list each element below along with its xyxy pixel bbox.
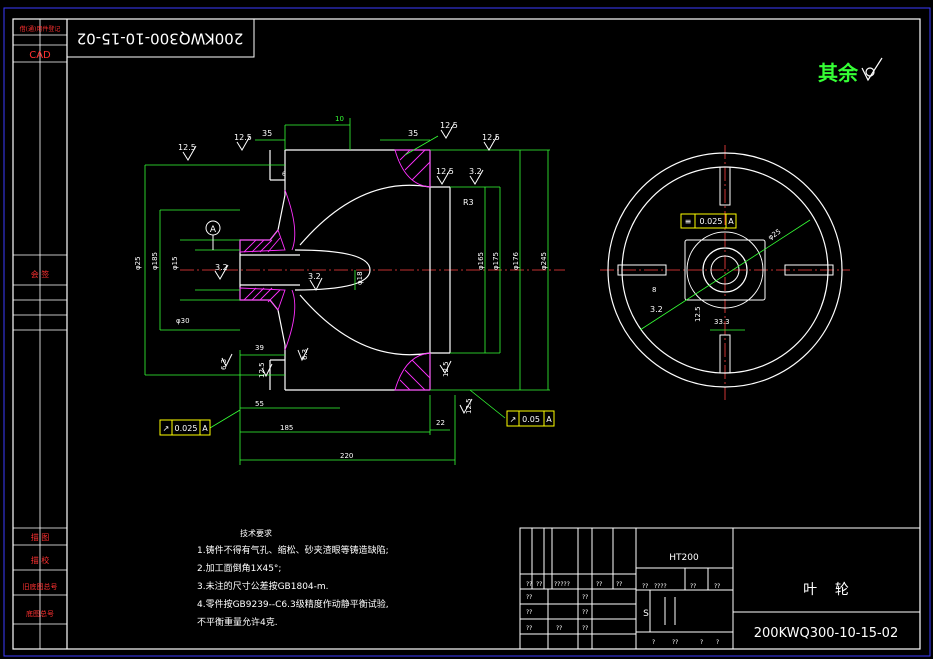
end-roughness-14: 12.5 <box>694 306 702 322</box>
dim-phi165: φ165 <box>477 252 485 270</box>
roughness-8: 6.3 <box>220 359 228 370</box>
tb-cell-r5-0: ?? <box>526 625 532 632</box>
end-view: φ25 8 33.3 3.2 12.5 ≡ 0.025 A <box>600 145 850 400</box>
dim-phi25: φ25 <box>134 256 142 270</box>
tb-bottom-0: ? <box>652 639 655 646</box>
note-5: 不平衡重量允许4克. <box>197 616 278 628</box>
roughness-2: 12.5 <box>440 121 458 130</box>
tb-cell-r1-0: ?? <box>526 581 532 588</box>
remainder-roughness-label: 其余 <box>818 61 859 85</box>
tb-cell-r1-2: ????? <box>554 581 570 588</box>
runout-2-value: 0.05 <box>522 415 540 424</box>
note-2: 2.加工面倒角1X45°; <box>197 562 281 574</box>
runout-1-ref: A <box>202 424 208 433</box>
dim-10: 10 <box>335 115 344 123</box>
tb-cell-r5-1: ?? <box>556 625 562 632</box>
tb-cell-r2-3: ?? <box>714 583 720 590</box>
tb-cell-r2-2: ?? <box>690 583 696 590</box>
tb-cell-r4-1: ?? <box>582 609 588 616</box>
strip-label-2: 会 签 <box>31 269 50 279</box>
tb-cell-r2-1: ???? <box>654 583 667 590</box>
dim-220: 220 <box>340 452 353 460</box>
dim-185: 185 <box>280 424 293 432</box>
strip-label-4: 描 校 <box>31 555 50 565</box>
svg-text:↗: ↗ <box>163 424 170 433</box>
roughness-symbols <box>182 123 498 415</box>
outer-border <box>3 7 931 657</box>
roughness-9: 6.3 <box>301 349 309 360</box>
material: HT200 <box>669 553 699 563</box>
roughness-1: 12.5 <box>178 143 196 152</box>
inner-frame <box>12 18 921 650</box>
tb-cell-r1-1: ?? <box>536 581 542 588</box>
symmetry-ref: A <box>728 217 734 226</box>
dim-r3: R3 <box>463 198 474 207</box>
roughness-4: 12.5 <box>436 167 454 176</box>
dim-6: 6 <box>282 171 286 178</box>
notes-heading: 技术要求 <box>240 528 272 538</box>
dim-phi30: φ30 <box>176 317 190 325</box>
roughness-6: 3.2 <box>215 263 228 272</box>
title-block <box>519 527 921 650</box>
roughness-3: 12.5 <box>482 133 500 142</box>
dim-22: 22 <box>436 419 445 427</box>
tb-cell-r3-1: ?? <box>582 594 588 601</box>
note-3: 3.未注的尺寸公差按GB1804-m. <box>197 580 329 592</box>
roughness-5: 3.2 <box>469 167 482 176</box>
roughness-12: 12.5 <box>465 398 473 414</box>
tb-bottom-3: ? <box>716 639 719 646</box>
drawing-number: 200KWQ300-10-15-02 <box>754 626 898 641</box>
tb-cell-r4-0: ?? <box>526 609 532 616</box>
tb-cell-r5-2: ?? <box>582 625 588 632</box>
dim-35a: 35 <box>262 129 272 138</box>
dim-35b: 35 <box>408 129 418 138</box>
rotated-drawing-number: 200KWQ300-10-15-02 <box>77 30 244 48</box>
dim-phi15: φ15 <box>171 256 179 270</box>
roughness-10: 12.5 <box>258 362 266 378</box>
dim-phi176: φ176 <box>512 251 520 270</box>
strip-label-1: CAD <box>29 50 51 61</box>
technical-notes: 技术要求 1.铸件不得有气孔、缩松、砂夹渣眼等铸造缺陷; 2.加工面倒角1X45… <box>197 528 389 628</box>
roughness-11: 12.5 <box>442 361 450 377</box>
symmetry-value: 0.025 <box>700 217 723 226</box>
roughness-0: 12.5 <box>234 133 252 142</box>
dim-phi245: φ245 <box>540 252 548 270</box>
tb-bottom-1: ?? <box>672 639 678 646</box>
tb-cell-r2-0: ?? <box>642 583 648 590</box>
end-roughness-13: 3.2 <box>650 305 663 314</box>
tb-cell-r1-3: ?? <box>596 581 602 588</box>
strip-label-0: 借(通)用件登记 <box>20 25 61 33</box>
runout-frame-1: ↗ 0.025 A <box>159 419 211 436</box>
dim-phi185: φ185 <box>151 252 159 270</box>
dim-phi175: φ175 <box>492 252 500 270</box>
scale-label: S <box>643 609 649 619</box>
dim-phi18: φ18 <box>356 271 364 285</box>
strip-label-6: 底图总号 <box>26 609 54 618</box>
runout-1-value: 0.025 <box>175 424 198 433</box>
datum-a-label: A <box>210 225 217 235</box>
note-1: 1.铸件不得有气孔、缩松、砂夹渣眼等铸造缺陷; <box>197 544 389 556</box>
roughness-7: 3.2 <box>308 272 321 281</box>
svg-text:≡: ≡ <box>685 217 692 226</box>
end-dim-33: 33.3 <box>714 318 730 326</box>
tb-cell-r1-4: ?? <box>616 581 622 588</box>
left-strip <box>13 34 67 625</box>
tb-cell-r3-0: ?? <box>526 594 532 601</box>
svg-text:↗: ↗ <box>510 415 517 424</box>
dim-55: 55 <box>255 400 264 408</box>
rotated-number-box <box>66 18 255 58</box>
runout-frame-2: ↗ 0.05 A <box>506 410 555 427</box>
end-dim-8: 8 <box>652 286 656 294</box>
tb-bottom-2: ? <box>700 639 703 646</box>
roughness-icon <box>861 57 883 82</box>
dim-39: 39 <box>255 344 264 352</box>
strip-label-5: 旧底图总号 <box>23 582 58 591</box>
part-name: 叶 轮 <box>803 582 849 598</box>
note-4: 4.零件按GB9239--C6.3级精度作动静平衡试验, <box>197 598 389 610</box>
section-view: 10 35 35 6 39 55 185 220 22 R3 φ25 φ185 … <box>134 115 565 465</box>
symmetry-frame: ≡ 0.025 A <box>680 213 737 229</box>
strip-label-3: 描 图 <box>31 532 50 542</box>
runout-2-ref: A <box>546 415 552 424</box>
